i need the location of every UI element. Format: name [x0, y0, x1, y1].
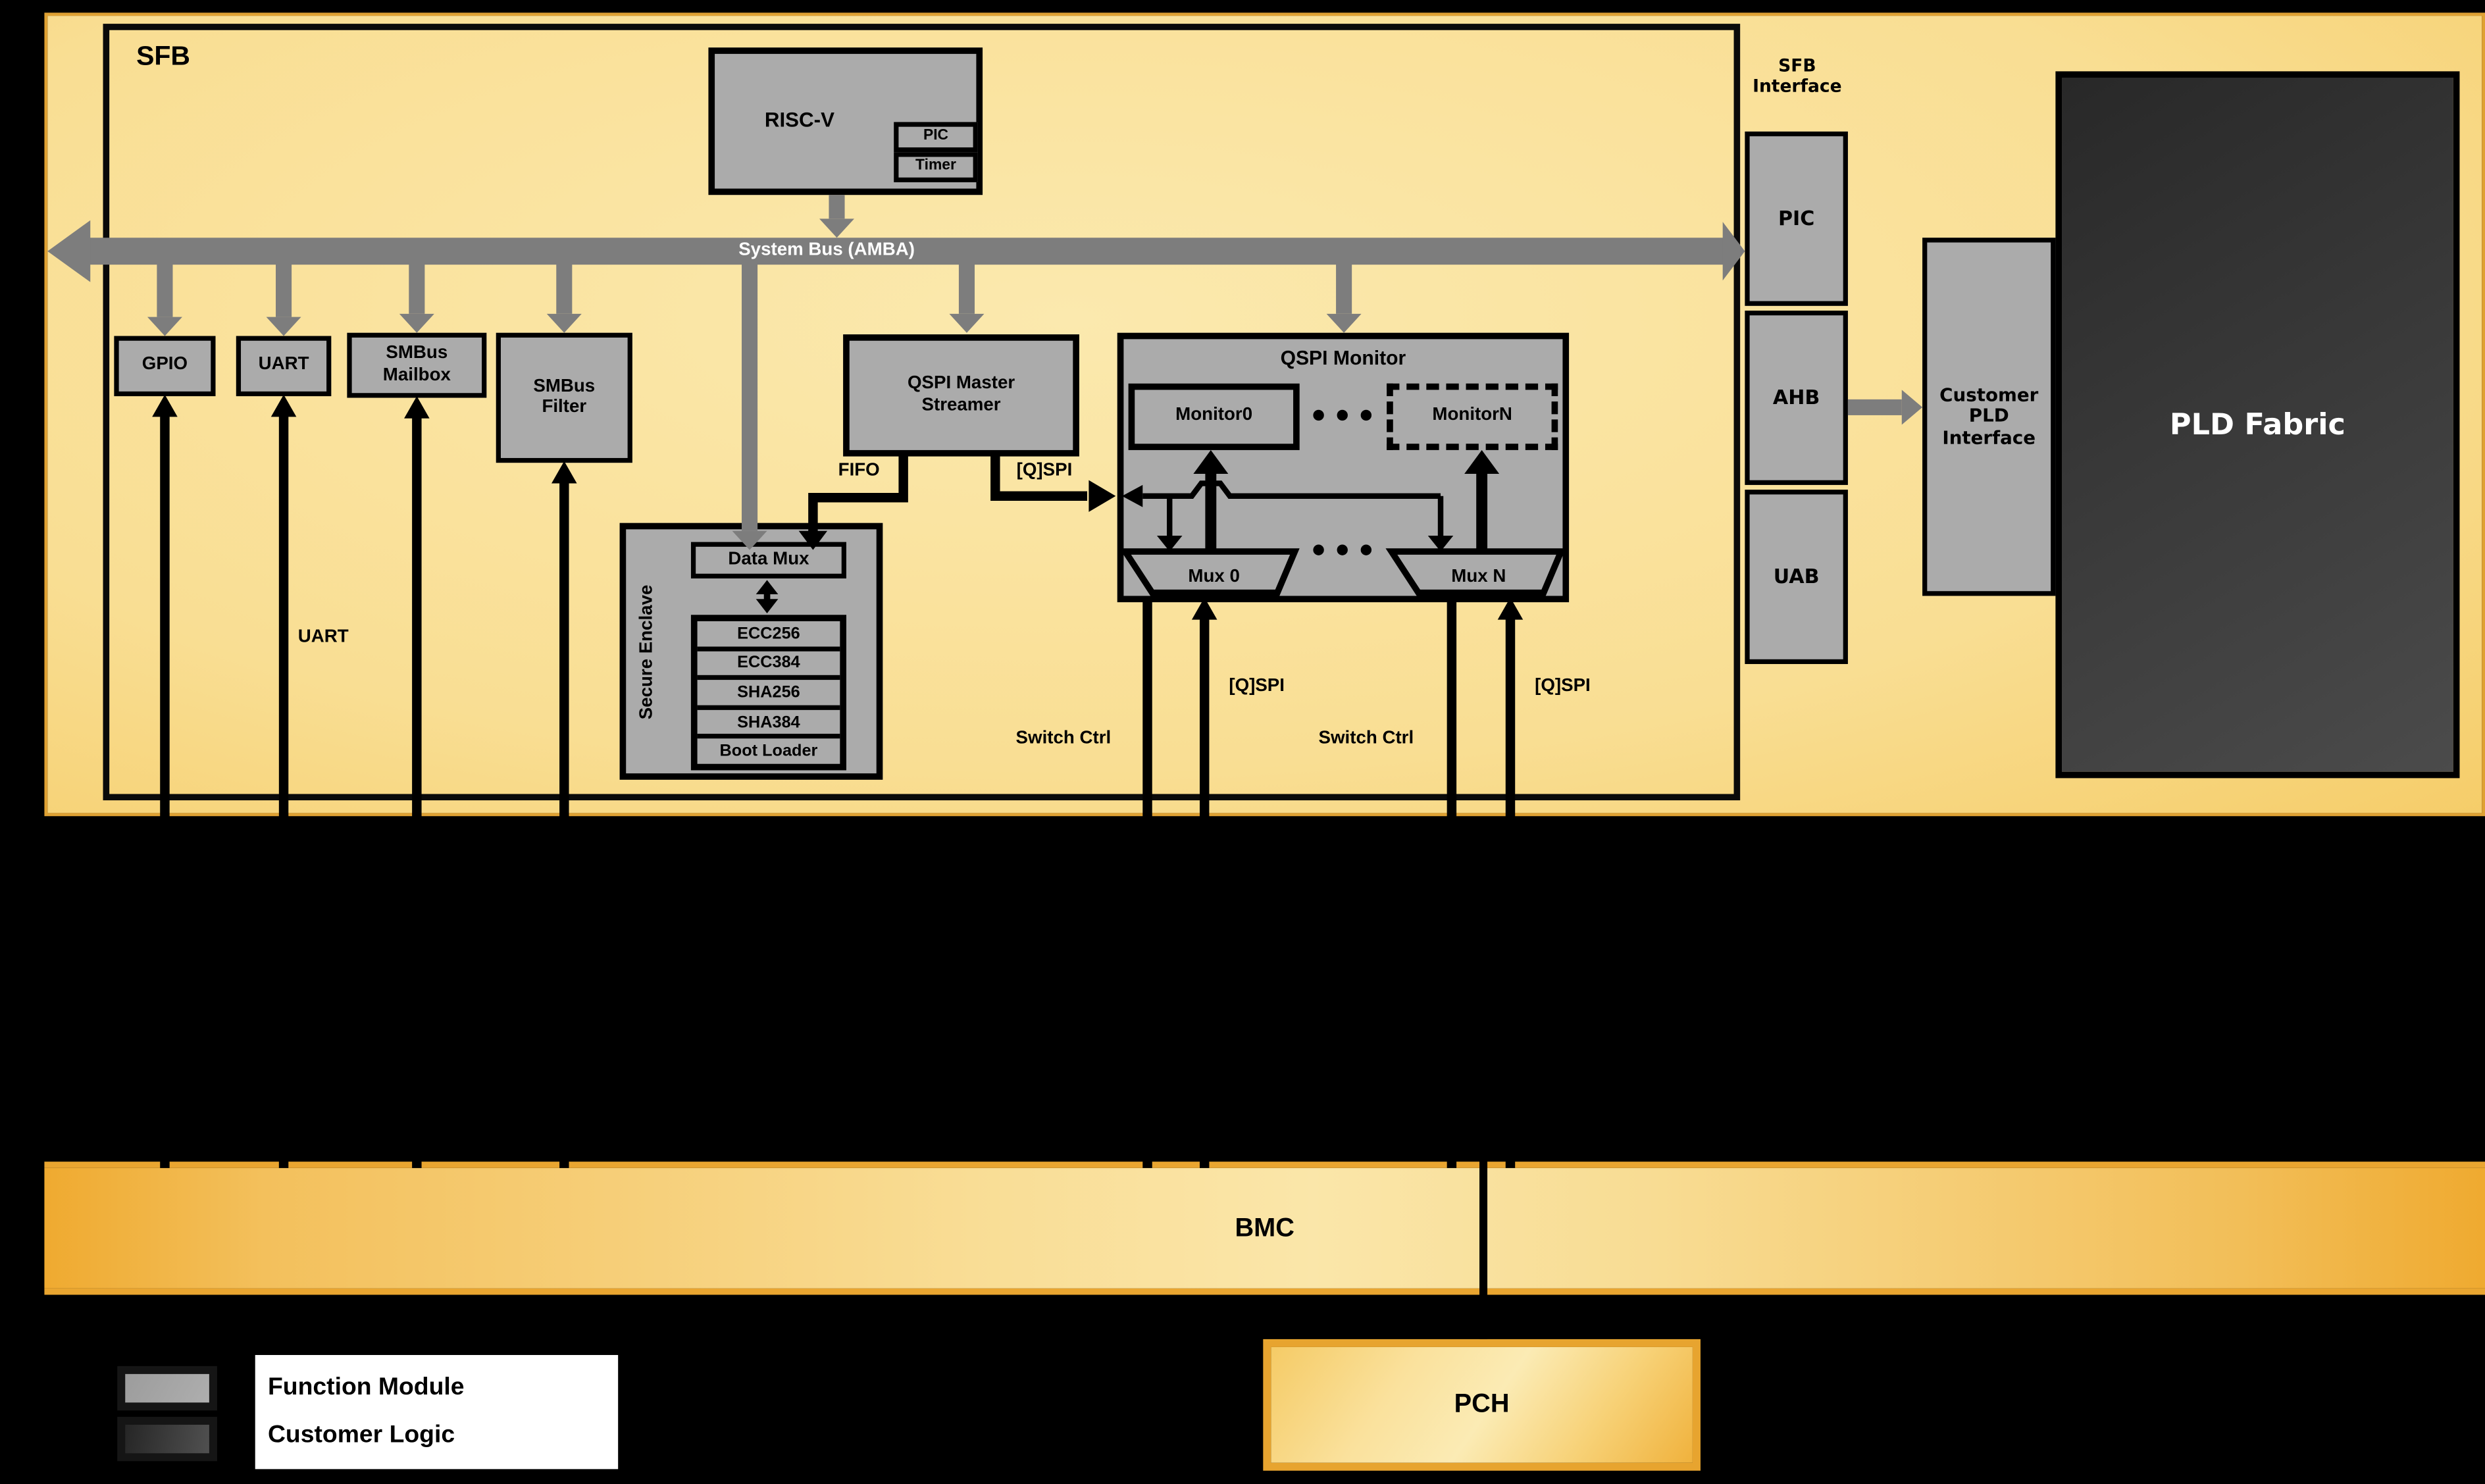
riscv-block: RISC-V PIC Timer	[708, 47, 983, 195]
legend-customer-logic-label: Customer Logic	[267, 1422, 455, 1450]
legend-box: Function Module Customer Logic	[255, 1354, 619, 1470]
sfb-interface-ahb-block: AHB	[1745, 310, 1848, 485]
sfb-interface-label: SFB Interface	[1753, 55, 1842, 97]
system-bus-label: System Bus (AMBA)	[738, 241, 915, 260]
legend-function-module-frame	[117, 1366, 217, 1411]
sha256-block: SHA256	[697, 675, 840, 705]
qspi-0-label: [Q]SPI	[1229, 677, 1285, 696]
ecc256-block: ECC256	[697, 621, 840, 646]
riscv-timer-block: Timer	[894, 152, 978, 182]
bmc-block: BMC	[44, 1162, 2485, 1295]
legend-customer-logic-frame	[117, 1416, 217, 1462]
crypto-stack: ECC256 ECC384 SHA256 SHA384 Boot Loader	[690, 615, 846, 771]
ecc384-block: ECC384	[697, 646, 840, 676]
legend-customer-logic-swatch	[125, 1424, 209, 1454]
qspi-ms-wire-label: [Q]SPI	[1016, 461, 1073, 480]
legend-function-module-label: Function Module	[267, 1375, 465, 1402]
secure-enclave-label: Secure Enclave	[638, 584, 657, 719]
qspi-monitor-block: QSPI Monitor	[1117, 332, 1570, 603]
sha384-block: SHA384	[697, 705, 840, 734]
boot-loader-block: Boot Loader	[697, 734, 840, 764]
customer-pld-interface-block: Customer PLD Interface	[1922, 238, 2056, 596]
switch-ctrl-0-label: Switch Ctrl	[1015, 729, 1112, 748]
smbus-filter-block: SMBus Filter	[496, 332, 632, 463]
sfb-interface-pic-block: PIC	[1745, 131, 1848, 306]
pld-fabric-block: PLD Fabric	[2055, 71, 2460, 779]
monitorN-block: MonitorN	[1387, 383, 1558, 450]
riscv-label: RISC-V	[764, 107, 834, 132]
fifo-wire-label: FIFO	[838, 461, 880, 480]
data-mux-block: Data Mux	[690, 542, 846, 578]
pch-block: PCH	[1263, 1339, 1701, 1471]
qspi-monitor-title: QSPI Monitor	[1280, 347, 1406, 370]
smbus-mailbox-block: SMBus Mailbox	[347, 332, 487, 398]
gpio-block: GPIO	[114, 336, 216, 397]
uart-block: UART	[236, 336, 332, 397]
sfb-block-outline: SFB	[103, 24, 1741, 801]
sfb-interface-uab-block: UAB	[1745, 490, 1848, 665]
switch-ctrl-n-label: Switch Ctrl	[1318, 729, 1414, 748]
uart-wire-label: UART	[297, 627, 349, 647]
legend-function-module-swatch	[125, 1373, 209, 1403]
qspi-n-label: [Q]SPI	[1535, 677, 1591, 696]
riscv-pic-block: PIC	[894, 122, 978, 153]
sfb-title: SFB	[136, 41, 190, 72]
monitor0-block: Monitor0	[1128, 383, 1300, 450]
qspi-master-streamer-block: QSPI Master Streamer	[843, 334, 1079, 457]
